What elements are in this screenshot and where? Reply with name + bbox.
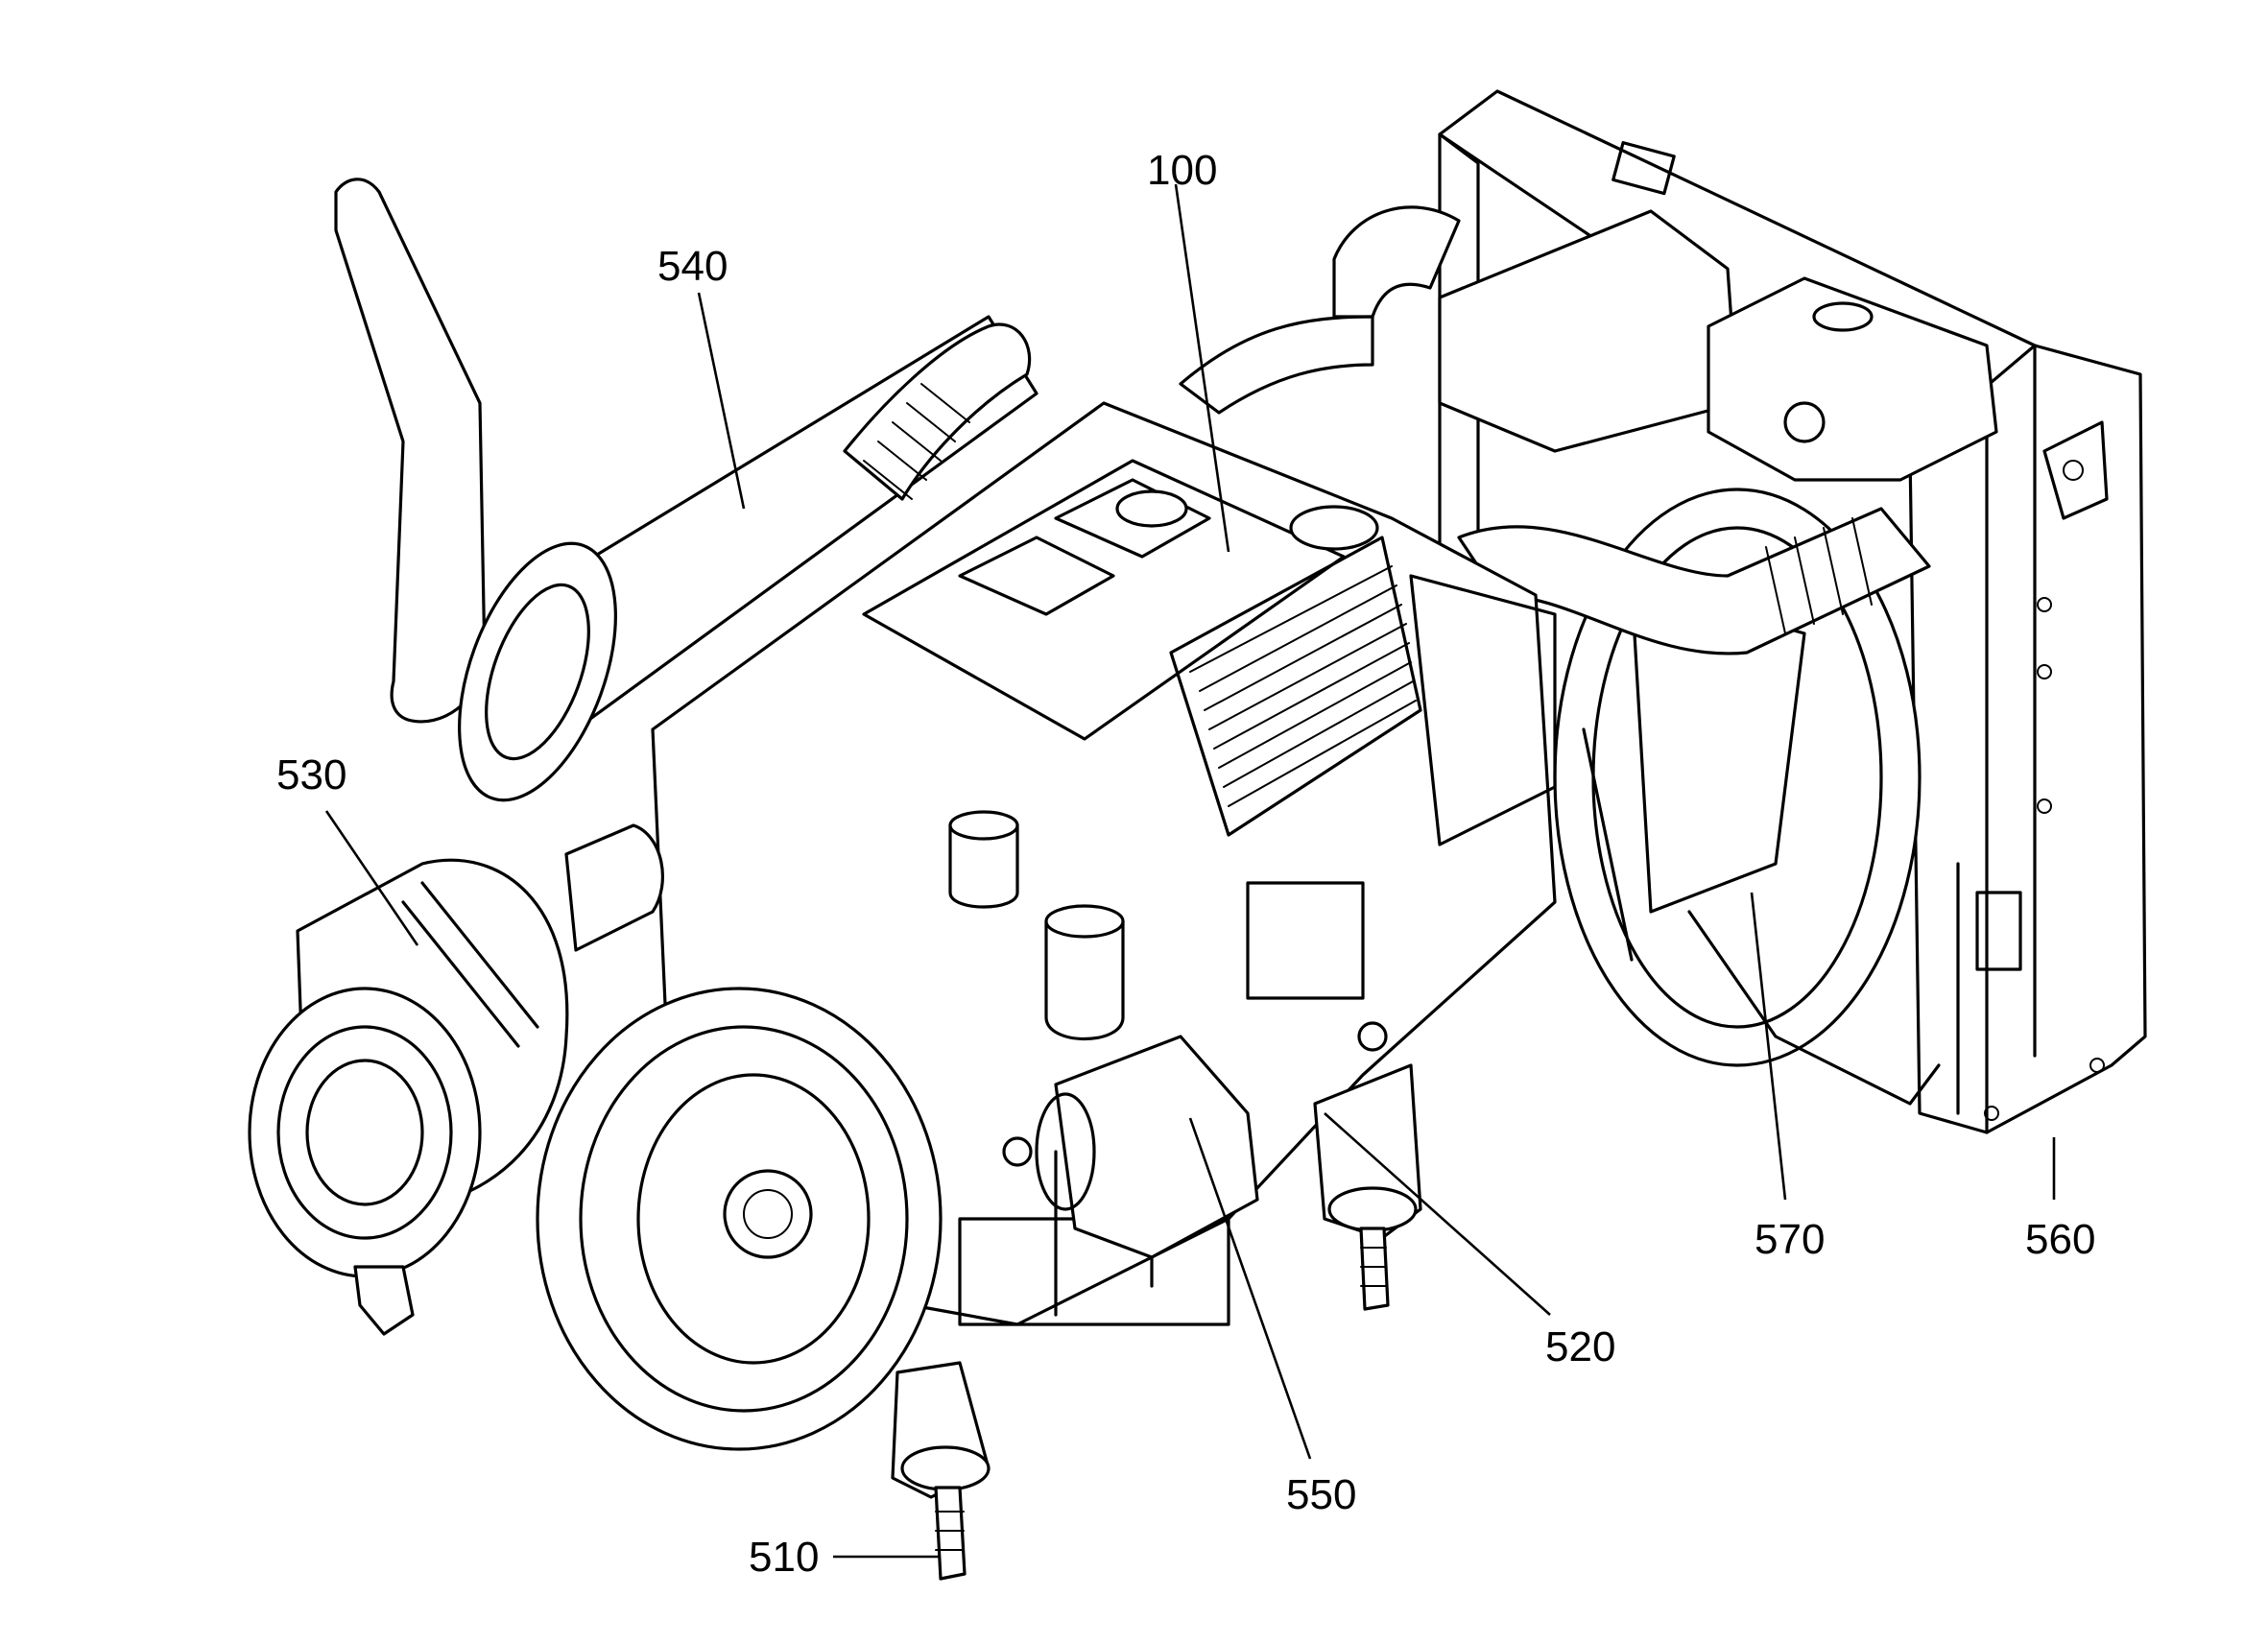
label-510: 510 — [749, 1534, 819, 1581]
leader-lines — [324, 183, 2056, 1559]
oil-filter — [948, 810, 1125, 1041]
starter-motor — [1035, 1035, 1259, 1259]
leader-530 — [324, 810, 419, 946]
coolant-hoses — [1179, 205, 1931, 655]
label-560: 560 — [2025, 1216, 2095, 1263]
label-530: 530 — [276, 751, 346, 798]
reference-numerals: 100 510 520 530 540 550 560 570 — [276, 147, 2095, 1581]
air-cleaner — [248, 823, 664, 1336]
label-540: 540 — [657, 243, 728, 290]
leader-550 — [1188, 1117, 1312, 1460]
exhaust-muffler — [334, 178, 1039, 802]
coolant-tank — [1438, 209, 1998, 482]
label-550: 550 — [1286, 1471, 1356, 1518]
label-520: 520 — [1545, 1323, 1615, 1370]
leader-570 — [1750, 892, 1787, 1201]
leader-100 — [1174, 183, 1230, 553]
flywheel-housing — [536, 987, 943, 1451]
leader-520 — [1324, 1112, 1551, 1316]
label-570: 570 — [1755, 1216, 1825, 1263]
label-100: 100 — [1147, 147, 1217, 194]
leader-540 — [697, 292, 746, 510]
